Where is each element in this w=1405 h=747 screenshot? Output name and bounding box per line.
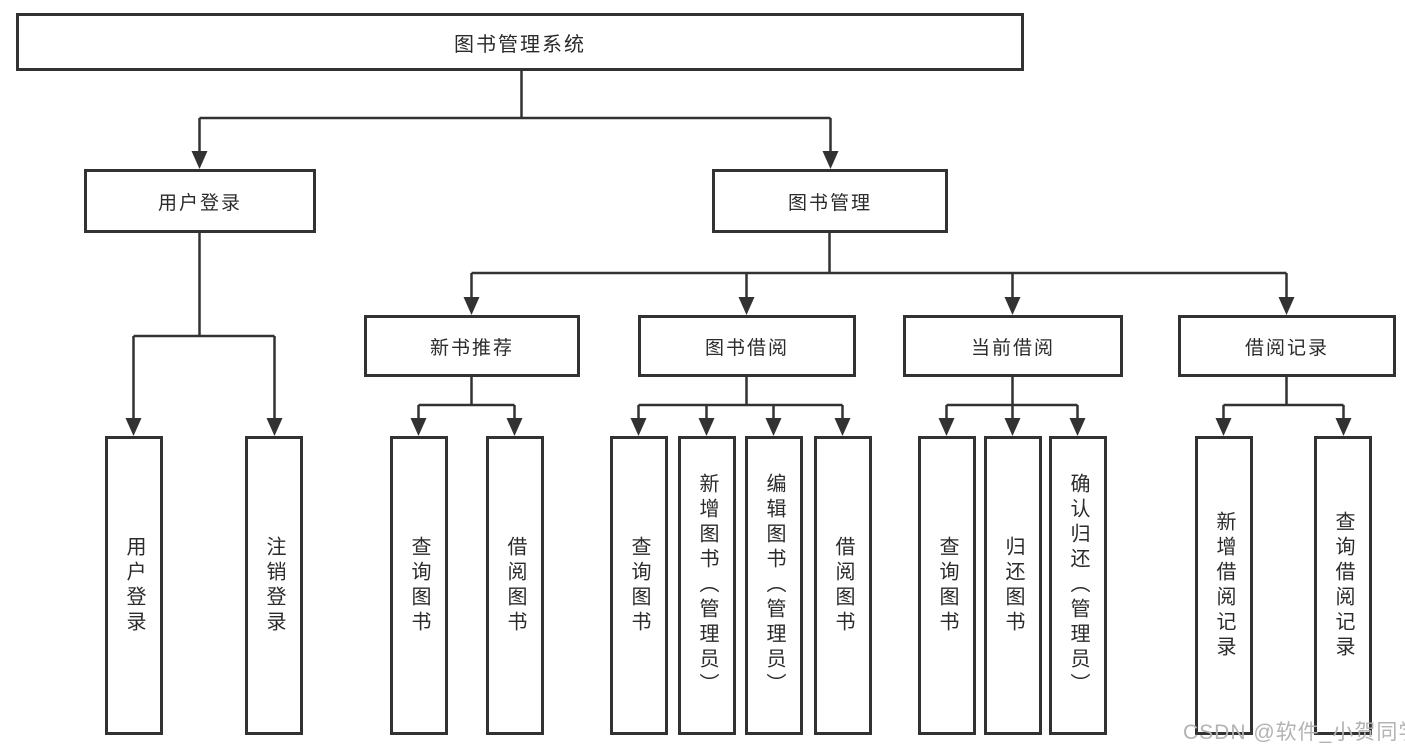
- leaf-logout: 注销登录: [245, 436, 303, 735]
- leaf-edit-book-admin: 编辑图书（管理员）: [745, 436, 803, 735]
- leaf-user-login: 用户登录: [105, 436, 163, 735]
- node-book-management: 图书管理: [712, 169, 948, 233]
- connector-management-to-level3: [470, 232, 1288, 300]
- node-current-borrow: 当前借阅: [903, 315, 1123, 377]
- node-new-book-recommend: 新书推荐: [364, 315, 580, 377]
- leaf-add-book-admin: 新增图书（管理员）: [678, 436, 736, 735]
- arrowhead-down-icon: [630, 418, 851, 436]
- leaf-borrow-books-borrow: 借阅图书: [814, 436, 872, 735]
- root-node-library-system: 图书管理系统: [16, 13, 1024, 71]
- arrowhead-down-icon: [410, 418, 523, 436]
- node-book-borrow: 图书借阅: [638, 315, 856, 377]
- arrowhead-down-icon: [1215, 418, 1352, 436]
- leaf-query-books-current: 查询图书: [918, 436, 976, 735]
- arrowhead-down-icon: [463, 297, 1295, 315]
- node-borrow-records: 借阅记录: [1178, 315, 1396, 377]
- leaf-return-book: 归还图书: [984, 436, 1042, 735]
- arrowhead-down-icon: [938, 418, 1086, 436]
- leaf-borrow-books-recommend: 借阅图书: [486, 436, 544, 735]
- leaf-query-books-borrow: 查询图书: [610, 436, 668, 735]
- arrowhead-down-icon: [191, 151, 839, 169]
- leaf-confirm-return-admin: 确认归还（管理员）: [1049, 436, 1107, 735]
- connector-borrow-to-leaves: [637, 377, 844, 421]
- connector-login-to-leaves: [132, 232, 276, 421]
- connector-records-to-leaves: [1222, 377, 1345, 421]
- csdn-watermark: CSDN @软件_小贺同学: [1183, 721, 1405, 744]
- node-user-login: 用户登录: [84, 169, 316, 233]
- leaf-query-books-recommend: 查询图书: [390, 436, 448, 735]
- connector-root-to-level2: [198, 70, 832, 154]
- leaf-query-borrow-record: 查询借阅记录: [1314, 436, 1372, 735]
- connector-current-to-leaves: [945, 377, 1079, 421]
- arrowhead-down-icon: [125, 418, 283, 436]
- leaf-add-borrow-record: 新增借阅记录: [1195, 436, 1253, 735]
- connector-recommend-to-leaves: [417, 377, 516, 421]
